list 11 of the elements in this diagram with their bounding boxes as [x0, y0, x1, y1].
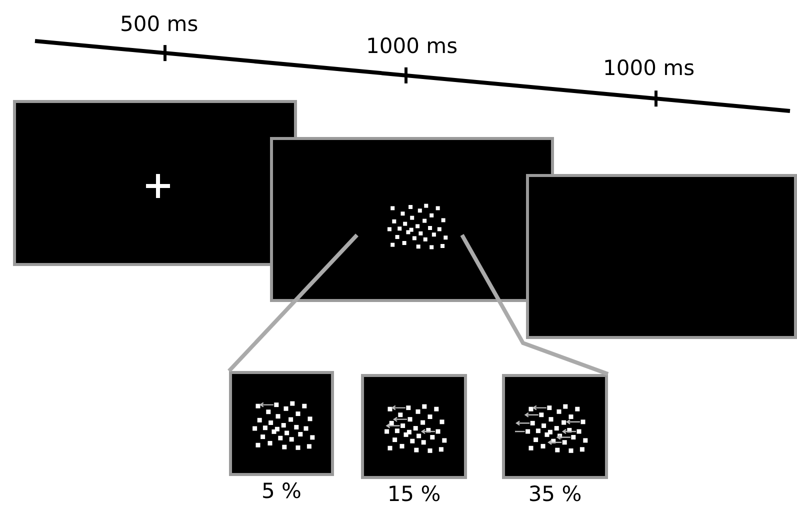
duration-label: 1000 ms [366, 34, 458, 58]
zoom-line [460, 234, 609, 376]
coherence-label: 5 % [260, 479, 302, 503]
duration-label: 1000 ms [603, 56, 695, 80]
screen [526, 174, 797, 339]
zoom-line [228, 234, 358, 372]
screen [270, 137, 554, 302]
coherence-label: 35 % [527, 482, 583, 506]
duration-label: 500 ms [120, 12, 198, 36]
screen [13, 100, 297, 266]
coherence-label: 15 % [386, 482, 442, 506]
